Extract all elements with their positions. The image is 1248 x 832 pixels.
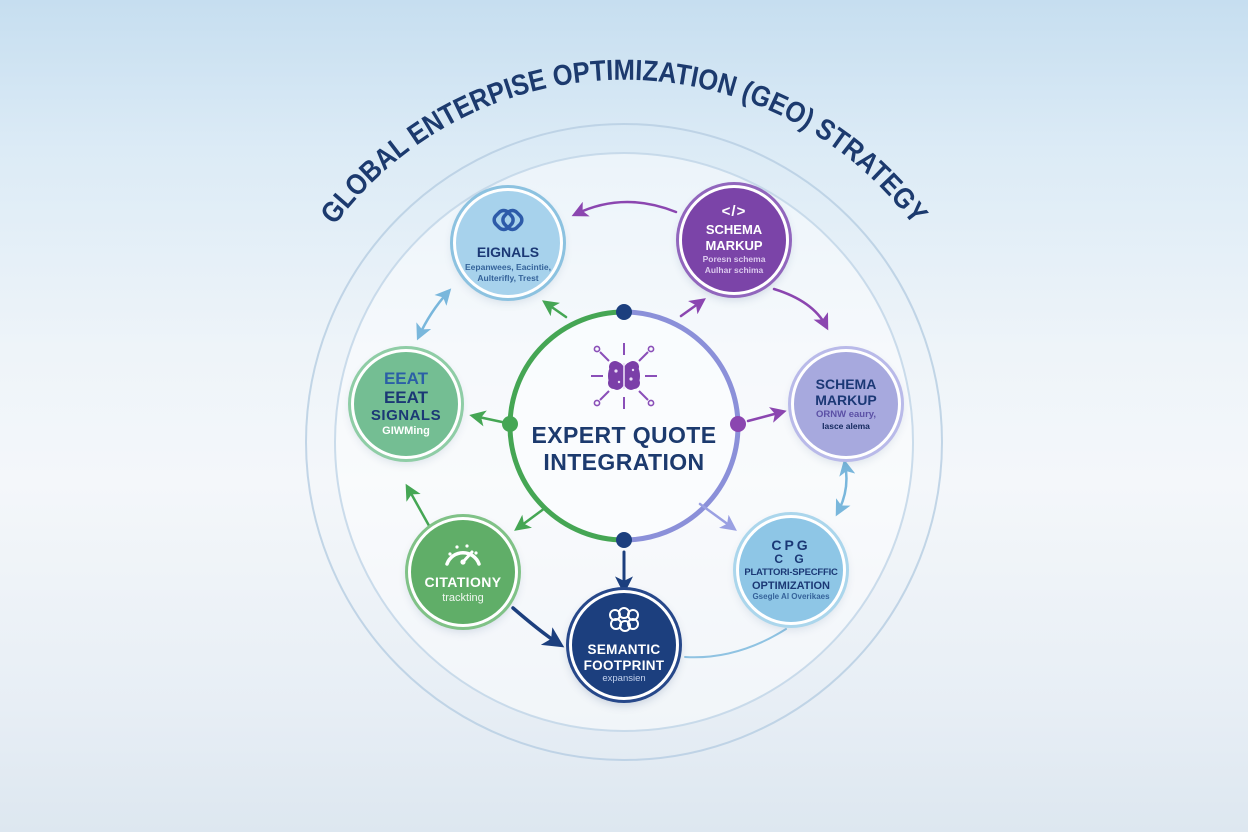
hub-dot-top xyxy=(616,304,632,320)
node-subtitle: Iasce alema xyxy=(822,420,870,431)
node-eeat-signals: EEAT EEAT SIGNALS GIWMing xyxy=(351,349,461,459)
node-schema-markup-top: </> SCHEMA MARKUP Poresn schema Aulhar s… xyxy=(679,185,789,295)
node-title: PLATTORI-SPECFFIC xyxy=(744,567,838,579)
center-hub-label: EXPERT QUOTE INTEGRATION xyxy=(509,422,739,476)
hub-dot-left xyxy=(502,416,518,432)
hub-dot-right xyxy=(730,416,746,432)
center-title-line1: EXPERT QUOTE xyxy=(531,421,717,448)
connector-arrows xyxy=(405,200,856,659)
node-title: OPTIMIZATION xyxy=(751,579,830,592)
node-subtitle: GIWMing xyxy=(382,425,430,438)
node-title: SCHEMA xyxy=(815,375,877,392)
node-subtitle: Aulhar schima xyxy=(704,265,764,276)
brain-outline-icon xyxy=(605,606,643,639)
node-title: CITATIONY xyxy=(424,574,502,591)
node-signals: EIGNALS Eepanwees, Eacintie, Aulterifly,… xyxy=(453,188,563,298)
node-schema-markup-right: SCHEMA MARKUP ORNW eaury, Iasce alema xyxy=(791,349,901,459)
node-subtitle: ORNW eaury, xyxy=(815,409,876,421)
node-citation-tracking: CITATIONY trackting xyxy=(408,517,518,627)
node-subtitle: Poresn schema xyxy=(702,254,766,265)
node-title: SIGNALS xyxy=(370,406,442,424)
code-icon: </> xyxy=(721,203,747,221)
node-subtitle: expansien xyxy=(602,672,646,684)
node-title: FOOTPRINT xyxy=(583,657,665,673)
node-subtitle: Aulterifly, Trest xyxy=(477,272,539,283)
node-semantic-footprint: SEMANTIC FOOTPRINT expansien xyxy=(569,590,679,700)
knot-icon xyxy=(490,203,526,242)
node-title: EEAT xyxy=(383,388,429,408)
center-title-line2: INTEGRATION xyxy=(543,449,705,475)
ai-brain-icon xyxy=(591,343,657,409)
node-subtitle: Gsegle Al Overikaes xyxy=(752,591,830,601)
node-title: SEMANTIC xyxy=(587,641,661,657)
node-title: SCHEMA xyxy=(705,222,763,238)
node-title: MARKUP xyxy=(815,392,877,409)
cpg-letters-icon: C G xyxy=(774,552,808,567)
node-platform-specific: CPG C G PLATTORI-SPECFFIC OPTIMIZATION G… xyxy=(736,515,846,625)
node-subtitle: trackting xyxy=(442,592,484,605)
node-title: MARKUP xyxy=(705,237,763,253)
center-hub-ring xyxy=(502,304,746,548)
hub-dot-bottom xyxy=(616,532,632,548)
node-title: EIGNALS xyxy=(476,243,540,260)
cpg-letters-icon: CPG xyxy=(771,537,811,554)
gauge-icon xyxy=(441,540,485,573)
node-title: EEAT xyxy=(383,369,429,389)
node-subtitle: Eepanwees, Eacintie, xyxy=(465,261,551,272)
